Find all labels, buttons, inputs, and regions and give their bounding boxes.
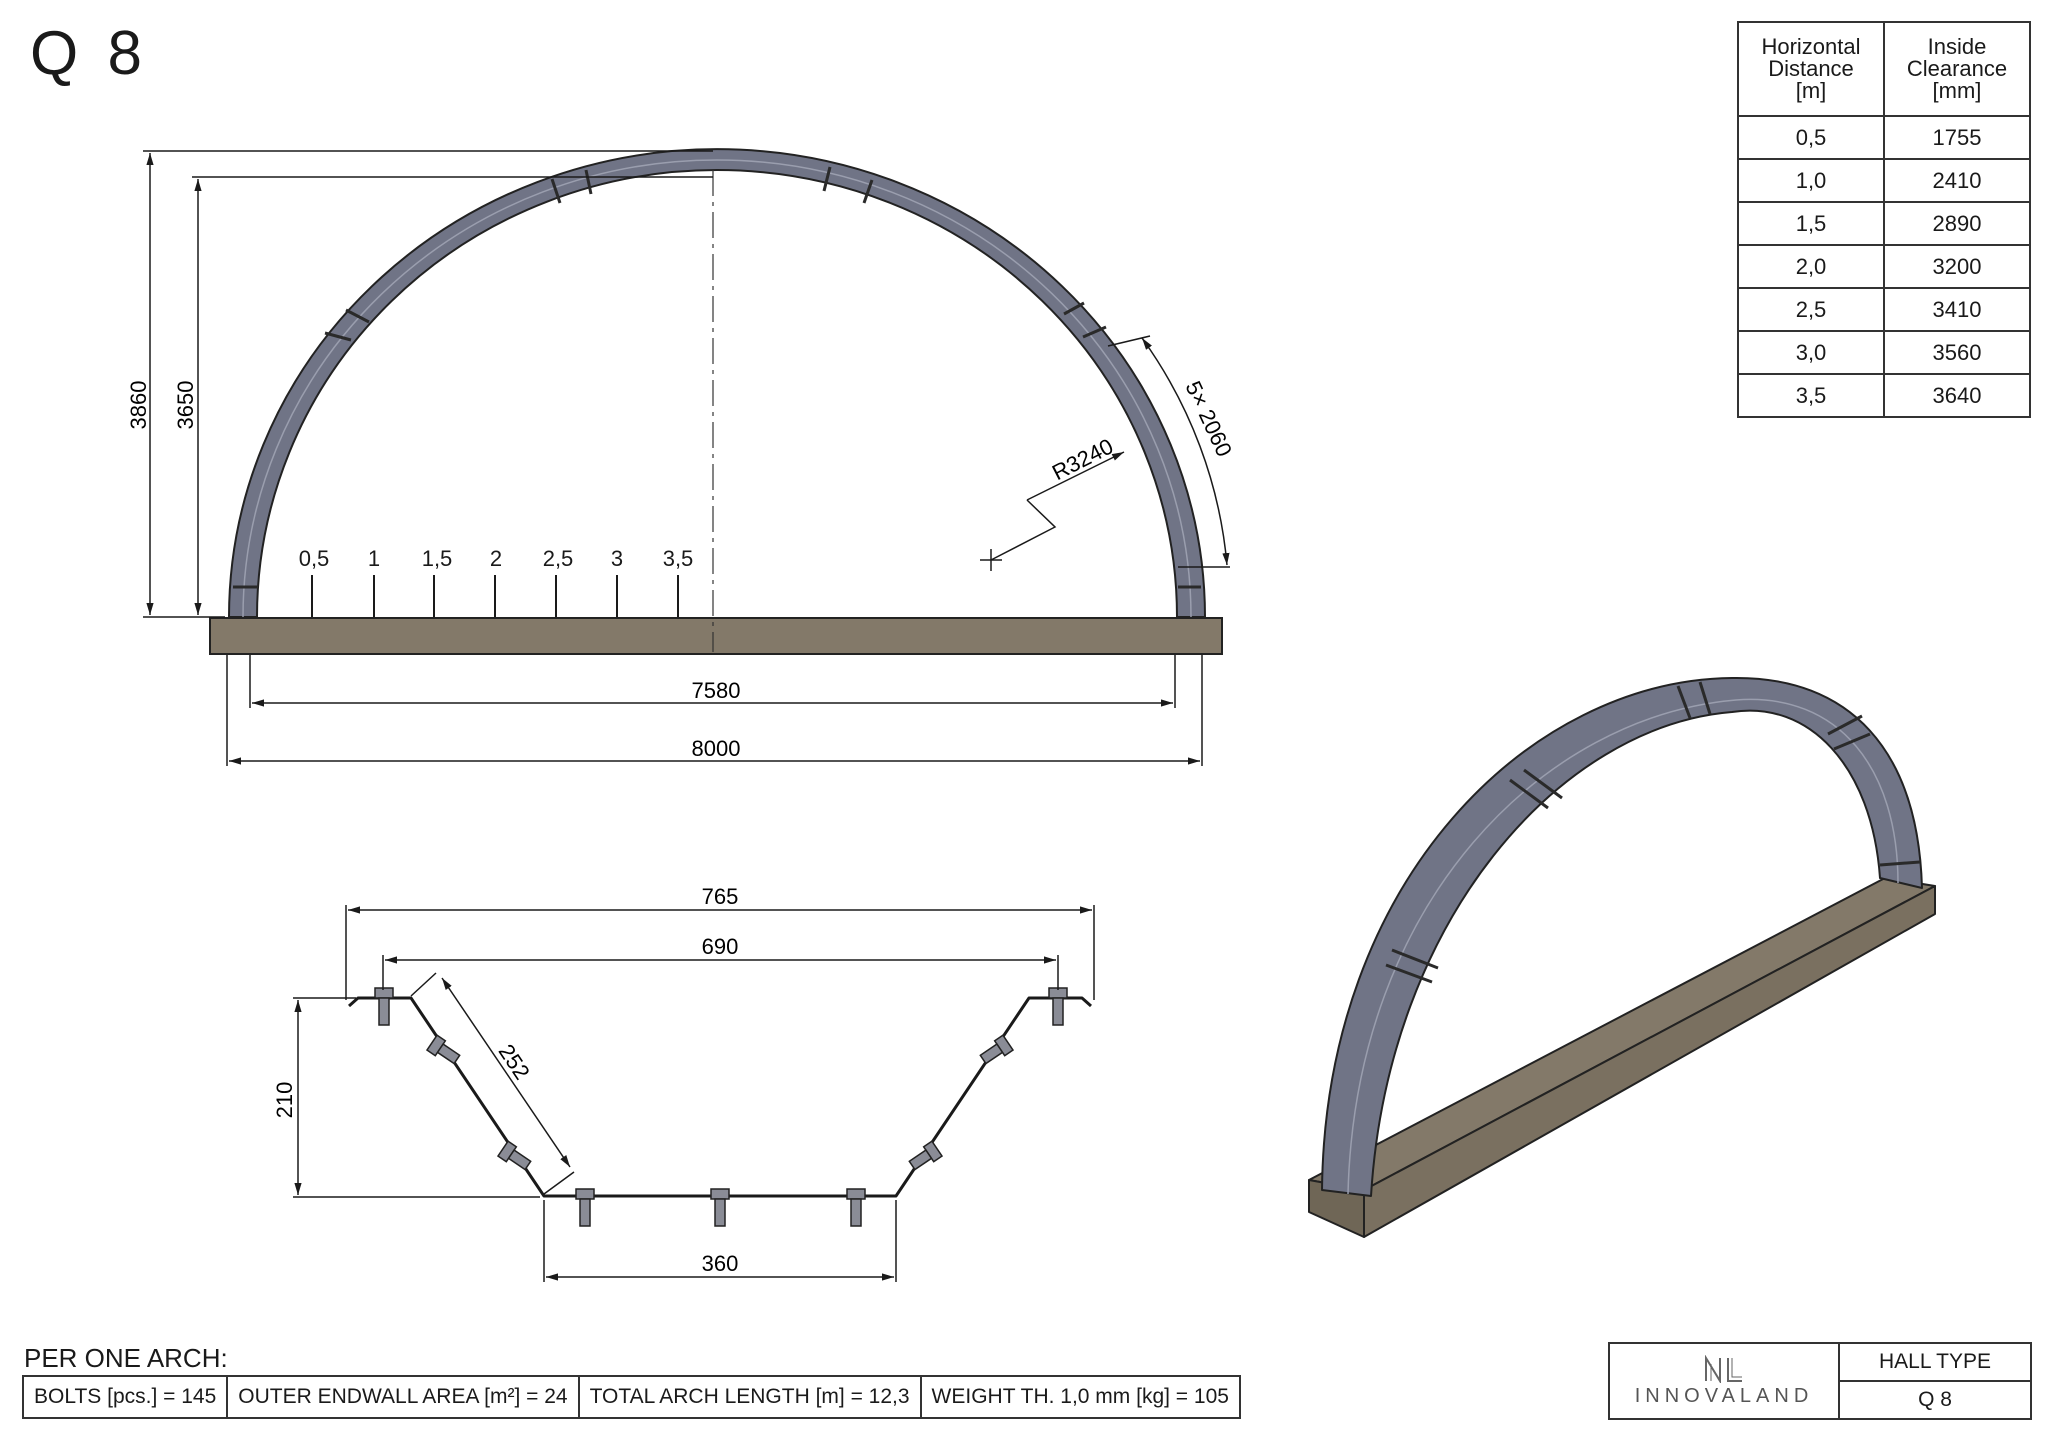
dim-top-inner: 690 [702, 934, 739, 959]
summary-arch-length: TOTAL ARCH LENGTH [m] = 12,3 [580, 1377, 922, 1417]
summary-bolts: BOLTS [pcs.] = 145 [24, 1377, 229, 1417]
dim-width-inner: 7580 [692, 678, 741, 703]
distance-cell: 3,5 [1737, 373, 1885, 418]
dim-height-outer: 3860 [126, 381, 151, 430]
distance-cell: 1,5 [1737, 201, 1885, 246]
summary-endwall-area: OUTER ENDWALL AREA [m²] = 24 [228, 1377, 580, 1417]
hall-type-label: HALL TYPE [1840, 1344, 2030, 1382]
iso-arch-outer-face [1321, 676, 1923, 1197]
arch-flange-line [242, 159, 1192, 618]
summary-table: BOLTS [pcs.] = 145 OUTER ENDWALL AREA [m… [22, 1375, 1241, 1419]
clearance-cell: 3200 [1883, 244, 2031, 289]
dim-line-slope [441, 977, 571, 1168]
company-name: INNOVALAND [1634, 1384, 1814, 1407]
iso-arch-joints [1385, 681, 1921, 984]
company-logo: INNOVALAND [1610, 1344, 1840, 1418]
distance-cell: 0,5 [1737, 115, 1885, 160]
segment-dimension [1107, 335, 1230, 568]
dim-height-inner: 3650 [173, 381, 198, 430]
header-inside-clearance: Inside Clearance [mm] [1883, 21, 2031, 117]
iso-arch-inner-edge [1347, 698, 1899, 1195]
distance-cell: 1,0 [1737, 158, 1885, 203]
distance-mark: 0,5 [299, 546, 330, 571]
front-view: 0,5 1 1,5 2 2,5 3 3,5 3860 3650 7580 [126, 148, 1237, 766]
hall-type-value: Q 8 [1918, 1388, 1952, 1411]
distance-ticks [311, 575, 679, 617]
dim-bottom: 360 [702, 1251, 739, 1276]
profile-view: 765 690 210 360 252 [272, 884, 1095, 1282]
arch-body [227, 148, 1207, 618]
dim-slope: 252 [494, 1040, 535, 1084]
dim-width-outer: 8000 [692, 736, 741, 761]
header-horizontal-distance: Horizontal Distance [m] [1737, 21, 1885, 117]
distance-mark: 2 [490, 546, 502, 571]
profile-section [348, 996, 1092, 1198]
distance-cell: 2,5 [1737, 287, 1885, 332]
dim-depth: 210 [272, 1082, 297, 1119]
page-title: Q 8 [30, 19, 148, 88]
title-block: INNOVALAND HALL TYPE Q 8 [1608, 1342, 2032, 1420]
distance-cell: 2,0 [1737, 244, 1885, 289]
distance-mark: 3,5 [663, 546, 694, 571]
iso-foundation-end [1363, 885, 1936, 1238]
dim-radius: R3240 [1048, 433, 1117, 485]
distance-cell: 3,0 [1737, 330, 1885, 375]
distance-mark: 1,5 [422, 546, 453, 571]
profile-bolts [374, 987, 1068, 1227]
innovaland-logo-icon [1705, 1354, 1742, 1383]
distance-mark: 3 [611, 546, 623, 571]
isometric-view [1308, 676, 1936, 1238]
summary-label: PER ONE ARCH: [24, 1343, 228, 1373]
distance-mark: 2,5 [543, 546, 574, 571]
distance-mark: 1 [368, 546, 380, 571]
clearance-cell: 3640 [1883, 373, 2031, 418]
clearance-table: Horizontal Distance [m] Inside Clearance… [1737, 21, 2031, 418]
clearance-cell: 2410 [1883, 158, 2031, 203]
dim-top-outer: 765 [702, 884, 739, 909]
clearance-cell: 3560 [1883, 330, 2031, 375]
summary-weight: WEIGHT TH. 1,0 mm [kg] = 105 [931, 1385, 1229, 1408]
clearance-cell: 2890 [1883, 201, 2031, 246]
arch-joints [233, 166, 1201, 589]
foundation-slab [209, 617, 1223, 655]
clearance-cell: 3410 [1883, 287, 2031, 332]
clearance-cell: 1755 [1883, 115, 2031, 160]
radius-leader [980, 451, 1125, 571]
